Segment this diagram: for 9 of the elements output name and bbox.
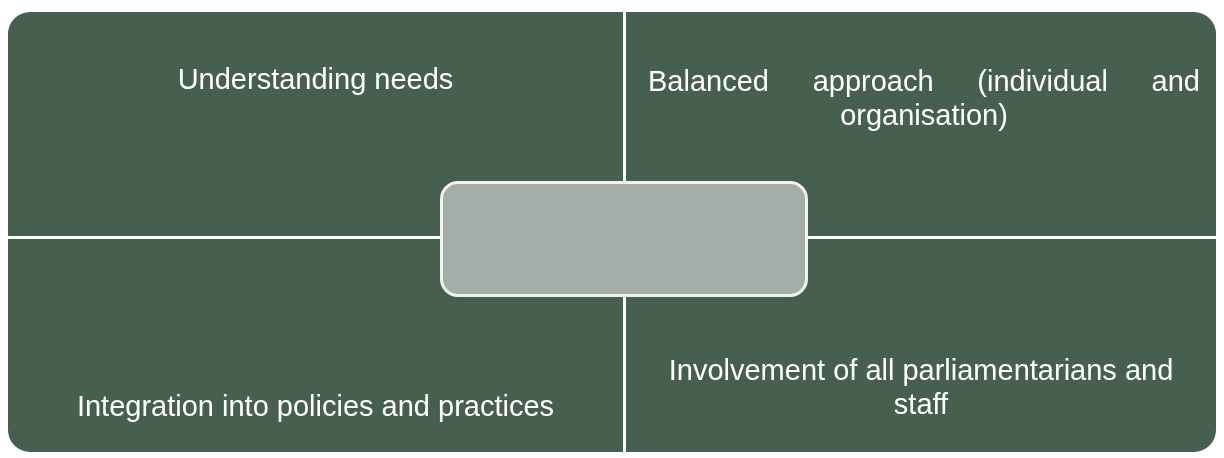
quadrant-panel <box>8 12 623 236</box>
quadrant-text: Balanced approach (individual and organisation) <box>648 64 1200 132</box>
quadrant-panel <box>626 239 1216 452</box>
center-box <box>440 181 808 297</box>
quadrant-text: Understanding needs <box>176 62 455 96</box>
quadrant-panel <box>626 12 1216 236</box>
quadrant-text: Integration into policies and practices <box>75 389 556 423</box>
quadrant-panel <box>8 239 623 452</box>
quadrant-text: Involvement of all parliamentarians and staff <box>667 353 1175 421</box>
